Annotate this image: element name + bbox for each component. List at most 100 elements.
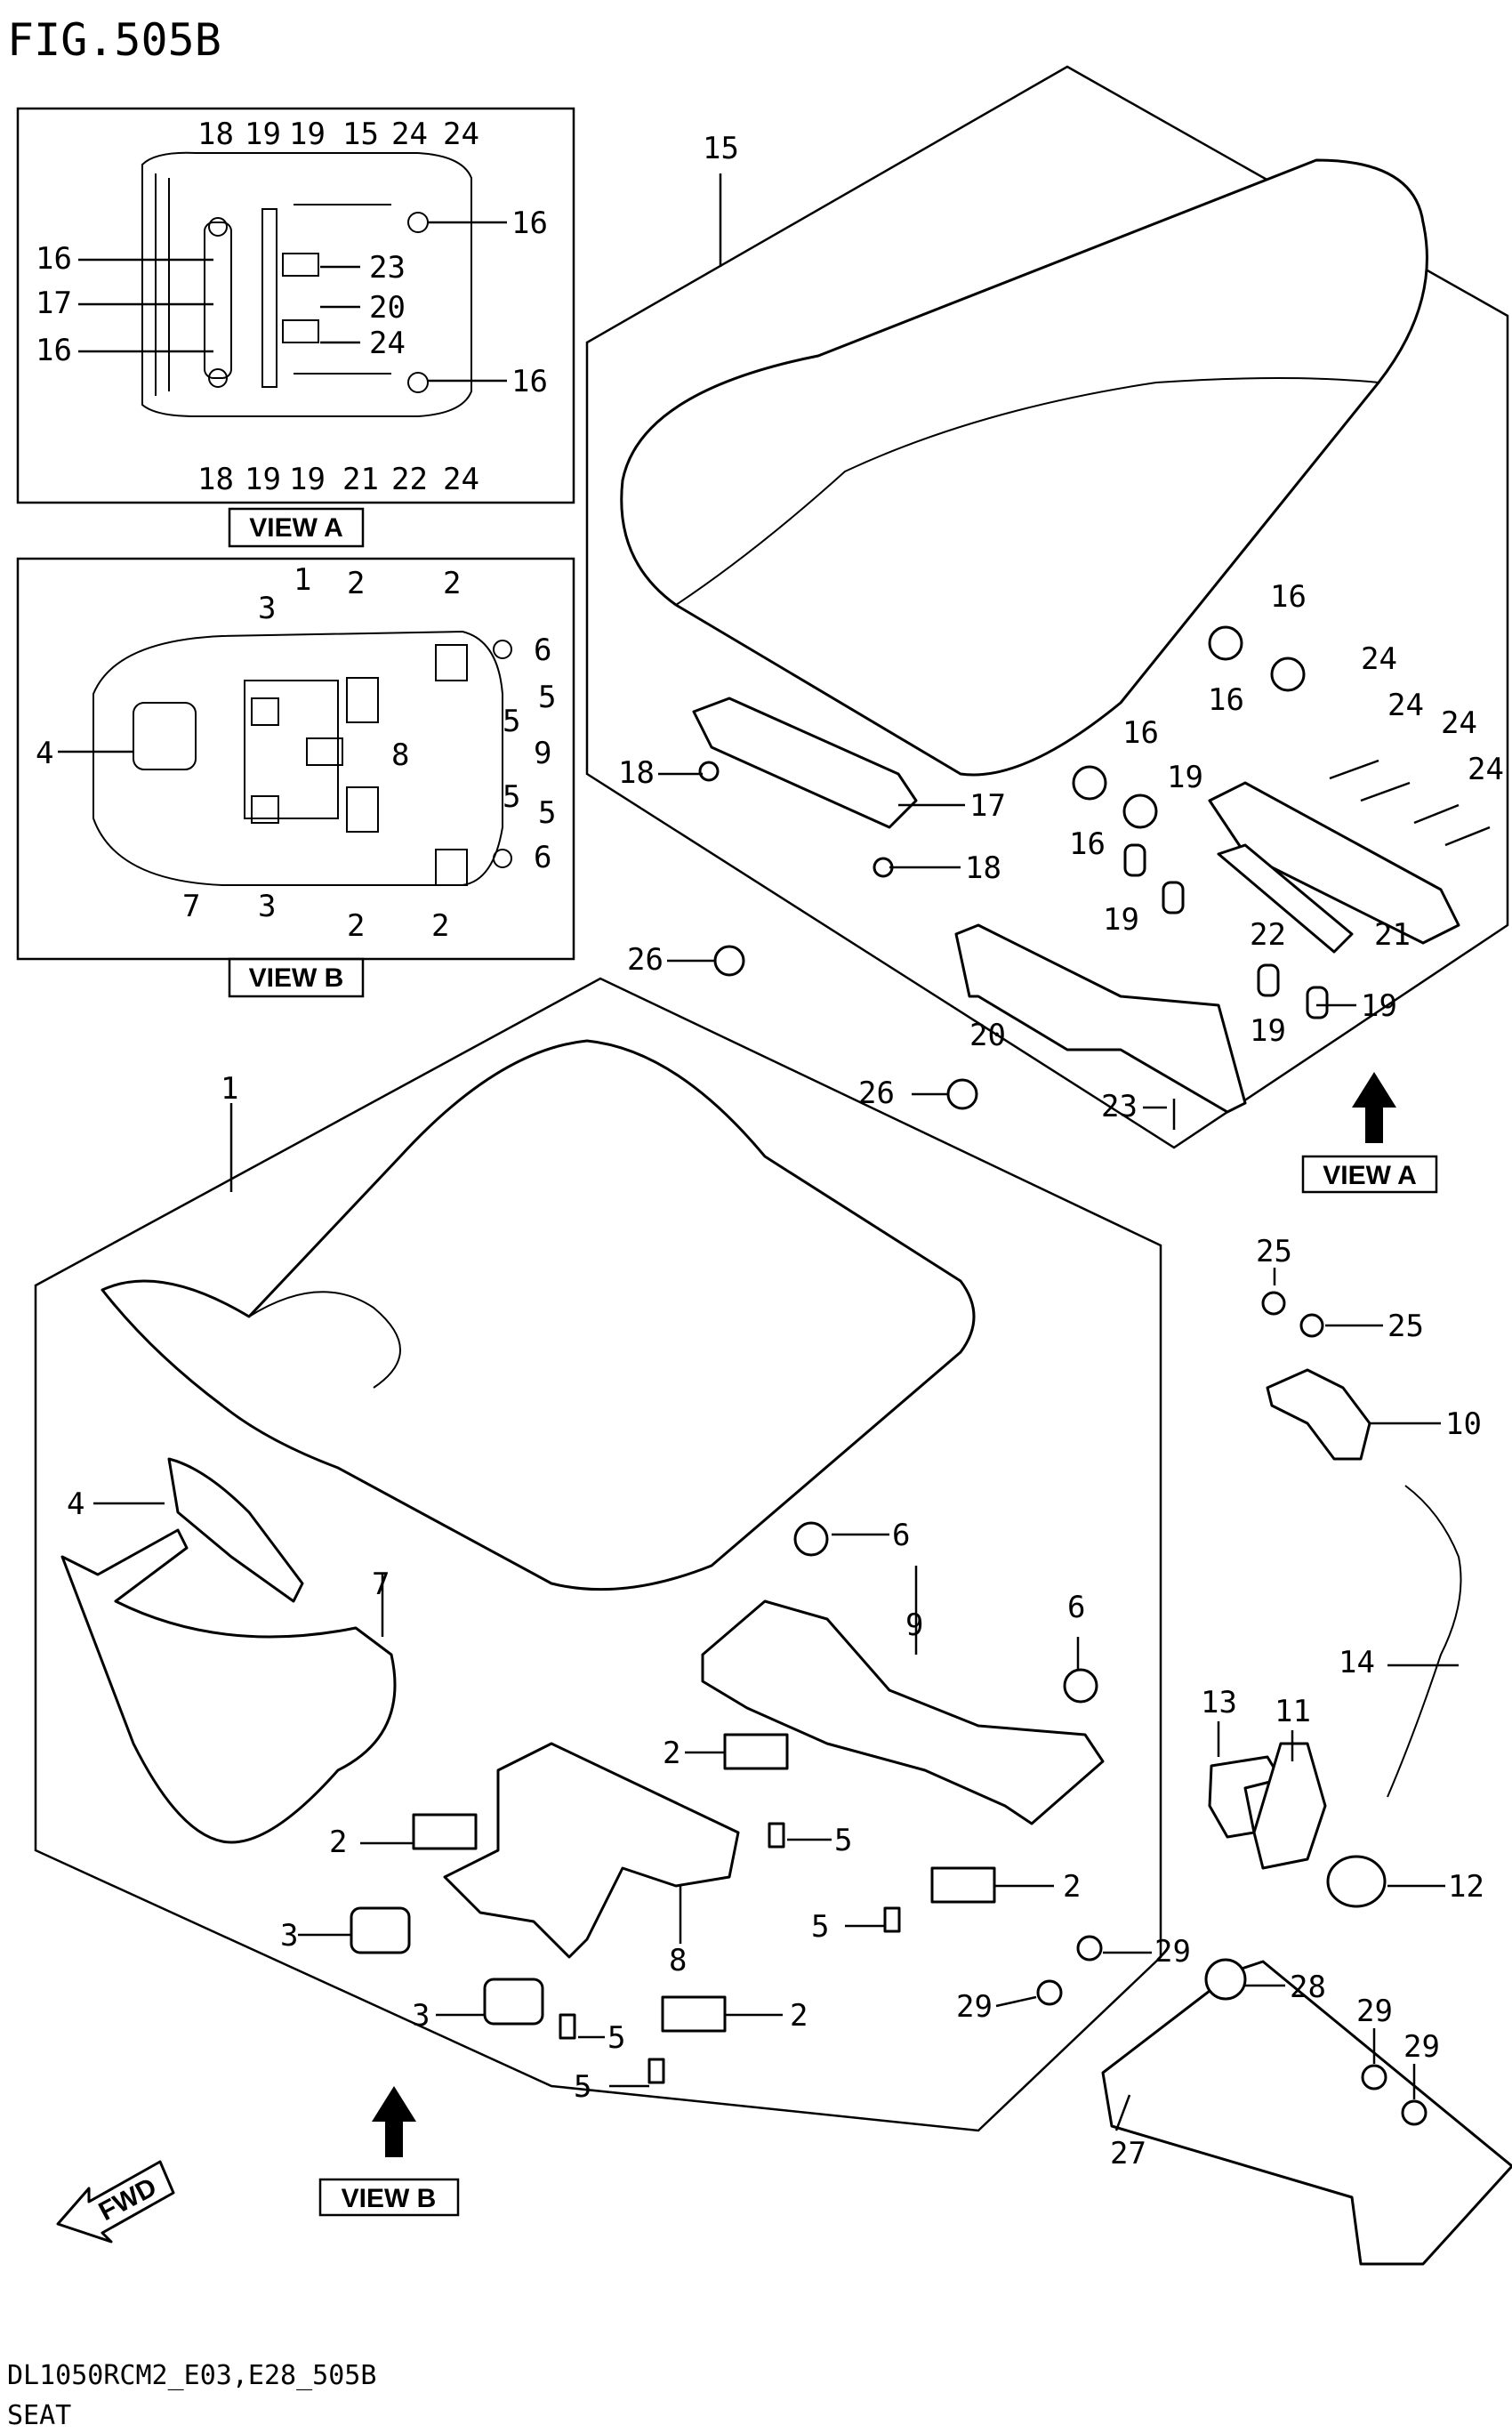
callout-number: 4 bbox=[67, 1486, 84, 1522]
callout-number: 13 bbox=[1201, 1685, 1237, 1720]
front-seat-assembly bbox=[34, 977, 1162, 2132]
view-a-label: VIEW A bbox=[1323, 1161, 1417, 1190]
lock-assembly bbox=[995, 1268, 1512, 2266]
view-b-label: VIEW B bbox=[342, 2184, 437, 2213]
callout-number: 27 bbox=[1110, 2136, 1146, 2171]
callout-number: 2 bbox=[347, 566, 365, 601]
callout-number: 5 bbox=[574, 2069, 591, 2105]
callout-number: 6 bbox=[534, 632, 551, 668]
callout-number: 29 bbox=[1154, 1934, 1191, 1970]
view-b-arrow bbox=[372, 2086, 416, 2157]
callout-number: 18 bbox=[197, 462, 234, 497]
rear-seat-assembly bbox=[585, 65, 1509, 1149]
callout-number: 6 bbox=[1067, 1590, 1085, 1625]
figure-title: FIG.505B bbox=[7, 14, 221, 66]
rear-seat-callouts: 15 16 16 24 24 24 24 16 19 16 18 17 18 1… bbox=[618, 131, 1504, 1124]
callout-number: 20 bbox=[369, 290, 406, 326]
callout-number: 22 bbox=[1250, 917, 1286, 953]
callout-number: 21 bbox=[1374, 917, 1411, 953]
callout-number: 2 bbox=[431, 908, 449, 944]
callout-number: 25 bbox=[1256, 1234, 1292, 1269]
callout-number: 16 bbox=[511, 205, 548, 241]
callout-number: 12 bbox=[1448, 1869, 1484, 1905]
callout-number: 23 bbox=[369, 250, 406, 286]
callout-number: 15 bbox=[703, 131, 739, 166]
callout-number: 19 bbox=[289, 117, 326, 152]
callout-number: 25 bbox=[1387, 1309, 1424, 1344]
model-code: DL1050RCM2_E03,E28_505B bbox=[7, 2360, 376, 2391]
view-b-label-frame bbox=[318, 2178, 460, 2217]
callout-number: 19 bbox=[245, 462, 281, 497]
callout-number: 29 bbox=[956, 1989, 993, 2025]
callout-number: 29 bbox=[1403, 2029, 1440, 2065]
callout-number: 7 bbox=[372, 1567, 390, 1602]
callout-number: 16 bbox=[1208, 682, 1244, 718]
view-b-caption-frame bbox=[228, 957, 365, 998]
callout-number: 17 bbox=[36, 286, 72, 321]
callout-number: 6 bbox=[892, 1518, 910, 1553]
callout-number: 19 bbox=[1167, 760, 1203, 795]
callout-number: 24 bbox=[391, 117, 428, 152]
view-b-inset bbox=[16, 557, 575, 961]
callout-number: 20 bbox=[969, 1018, 1006, 1053]
callout-number: 19 bbox=[1103, 902, 1139, 938]
callout-number: 3 bbox=[258, 889, 276, 924]
view-a-label-frame bbox=[1301, 1155, 1438, 1194]
callout-number: 7 bbox=[182, 889, 200, 924]
callout-number: 5 bbox=[607, 2020, 625, 2056]
callout-number: 16 bbox=[1270, 579, 1307, 615]
callout-number: 1 bbox=[294, 562, 311, 598]
view-a-inset bbox=[16, 107, 575, 504]
callout-number: 8 bbox=[669, 1943, 687, 1978]
callout-number: 16 bbox=[36, 333, 72, 368]
callout-number: 16 bbox=[1069, 826, 1106, 862]
view-a-caption-frame bbox=[228, 507, 365, 548]
callout-number: 29 bbox=[1356, 1994, 1393, 2029]
callout-number: 5 bbox=[503, 704, 520, 739]
lock-callouts: 25 25 10 14 13 11 12 29 29 28 29 29 27 bbox=[956, 1234, 1484, 2171]
view-b-caption: VIEW B bbox=[249, 963, 344, 993]
front-seat-callouts: 1 4 7 6 9 6 2 2 5 2 3 8 5 3 2 5 5 bbox=[67, 1071, 1085, 2105]
callout-number: 9 bbox=[534, 736, 551, 771]
callout-number: 19 bbox=[245, 117, 281, 152]
callout-number: 2 bbox=[1063, 1869, 1081, 1905]
callout-number: 6 bbox=[534, 840, 551, 875]
callout-number: 2 bbox=[663, 1736, 680, 1771]
callout-number: 24 bbox=[1441, 705, 1477, 741]
callout-number: 5 bbox=[811, 1909, 829, 1945]
callout-number: 18 bbox=[618, 755, 655, 791]
callout-number: 2 bbox=[347, 908, 365, 944]
view-a-arrow bbox=[1352, 1072, 1396, 1143]
callout-number: 19 bbox=[289, 462, 326, 497]
callout-number: 8 bbox=[391, 737, 409, 773]
callout-number: 10 bbox=[1445, 1406, 1482, 1442]
callout-number: 21 bbox=[342, 462, 379, 497]
callout-number: 2 bbox=[443, 566, 461, 601]
callout-number: 2 bbox=[790, 1998, 808, 2034]
callout-number: 3 bbox=[280, 1918, 298, 1954]
callout-number: 17 bbox=[969, 788, 1006, 824]
callout-number: 24 bbox=[443, 462, 479, 497]
view-b-callouts: 1 3 2 2 6 5 5 4 8 9 5 5 6 7 3 2 2 bbox=[36, 562, 556, 944]
callout-number: 26 bbox=[858, 1076, 895, 1111]
section-name: SEAT bbox=[7, 2400, 71, 2431]
callout-number: 26 bbox=[627, 942, 664, 978]
callout-number: 24 bbox=[369, 326, 406, 361]
callout-number: 14 bbox=[1339, 1645, 1375, 1680]
callout-number: 16 bbox=[1122, 715, 1159, 751]
callout-number: 16 bbox=[36, 241, 72, 277]
callout-number: 5 bbox=[538, 680, 556, 715]
callout-number: 19 bbox=[1250, 1013, 1286, 1049]
fwd-arrow-icon: FWD bbox=[56, 2160, 175, 2244]
callout-number: 16 bbox=[511, 364, 548, 399]
callout-number: 5 bbox=[538, 795, 556, 831]
callout-number: 24 bbox=[1387, 688, 1424, 723]
callout-number: 4 bbox=[36, 736, 53, 771]
callout-number: 18 bbox=[965, 850, 1001, 886]
callout-number: 2 bbox=[329, 1825, 347, 1860]
callout-number: 3 bbox=[412, 1998, 430, 2034]
callout-number: 24 bbox=[1361, 641, 1397, 677]
callout-number: 19 bbox=[1361, 988, 1397, 1024]
callout-number: 15 bbox=[342, 117, 379, 152]
